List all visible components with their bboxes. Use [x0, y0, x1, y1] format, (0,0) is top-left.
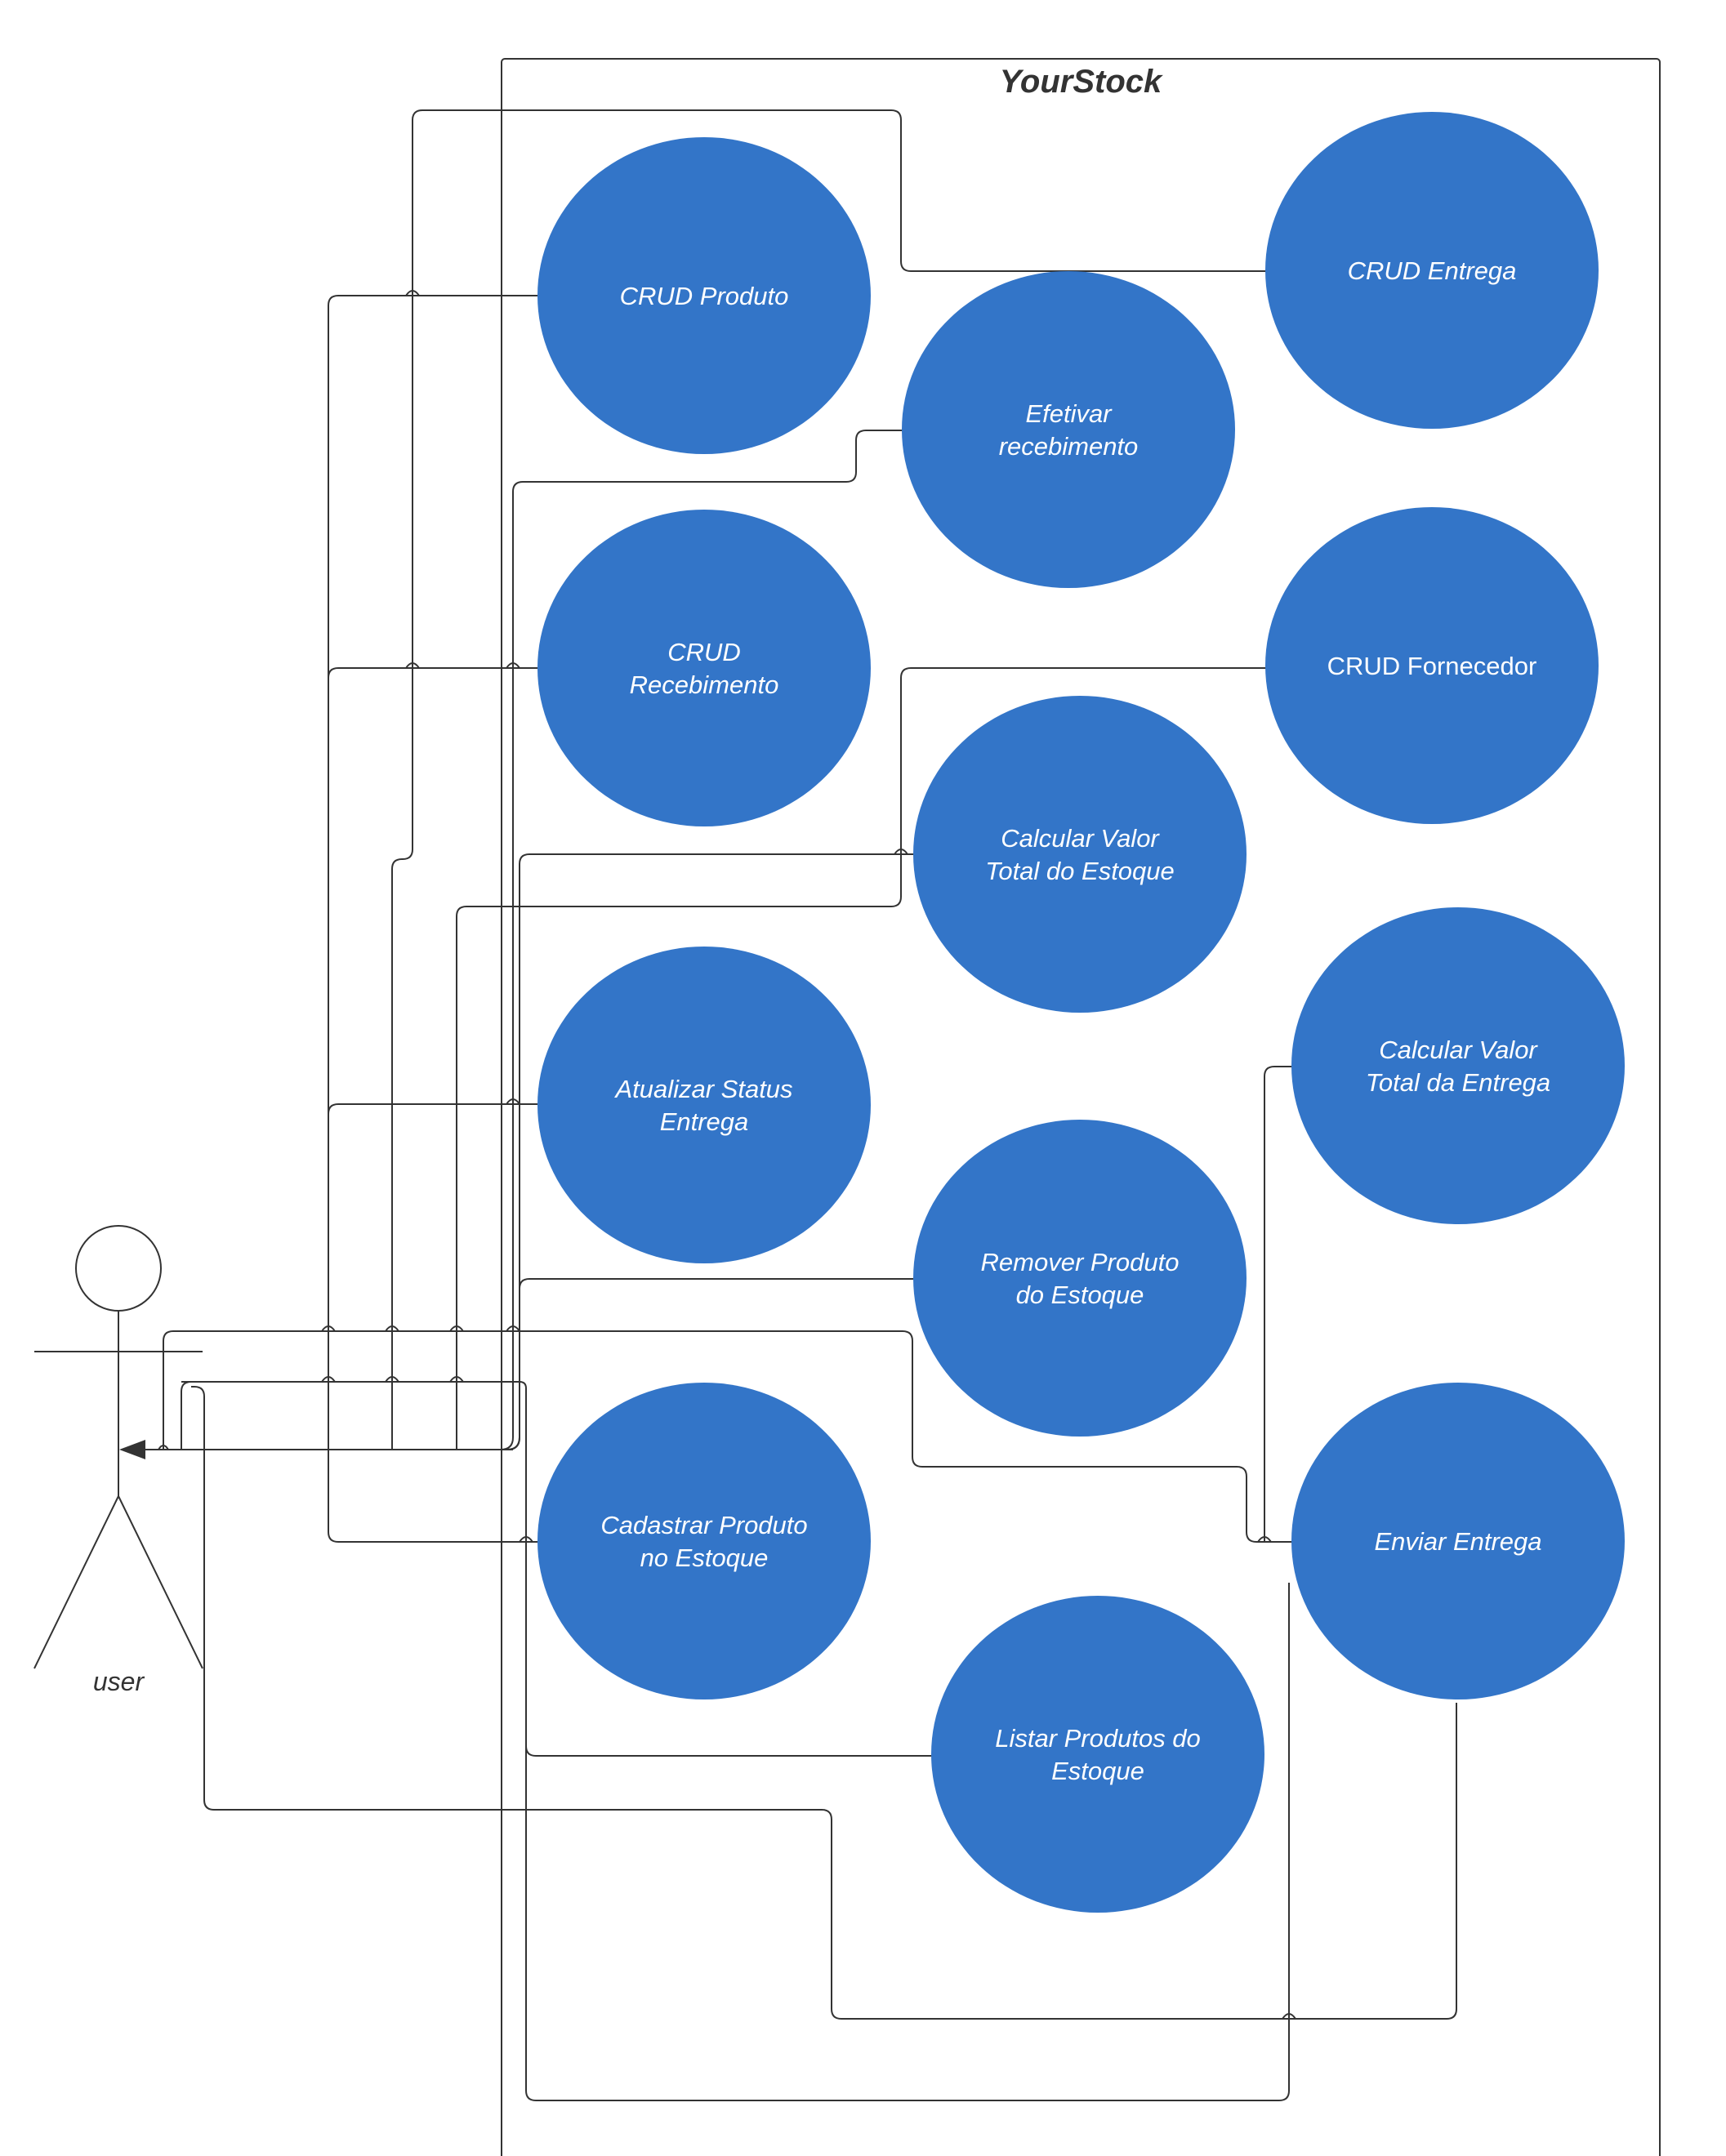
system-boundary — [501, 58, 1661, 2156]
association-crud-recebimento — [328, 667, 537, 1450]
association-crud-entrega — [167, 109, 1266, 1450]
use-case-label: CRUD Produto — [620, 282, 789, 310]
association-atualizar-status — [328, 1103, 537, 1450]
use-case-label: Calcular Valor — [1379, 1036, 1538, 1064]
use-case-label: Efetivar — [1025, 399, 1113, 428]
use-case-label: Cadastrar Produto — [600, 1511, 807, 1539]
association-lines — [119, 109, 1457, 2101]
use-case-label: Atualizar Status — [613, 1075, 792, 1103]
use-case-ellipse — [537, 947, 871, 1263]
association-calcular-valor-entrega — [1264, 1066, 1292, 1542]
use-case-ellipse — [902, 271, 1235, 588]
association-loop-bottom — [525, 1560, 1290, 2101]
use-case-label: Remover Produto — [981, 1248, 1180, 1276]
use-case-ellipse — [537, 510, 871, 826]
use-case-cadastrar-produto-estoque[interactable]: Cadastrar Produto no Estoque — [537, 1383, 871, 1699]
use-case-efetivar-recebimento[interactable]: Efetivar recebimento — [902, 271, 1235, 588]
use-case-crud-fornecedor[interactable]: CRUD Fornecedor — [1265, 507, 1599, 824]
use-case-label: Estoque — [1051, 1757, 1144, 1785]
actor-user[interactable]: user — [33, 1225, 203, 1696]
use-case-label: Listar Produtos do — [995, 1724, 1201, 1753]
association-efetivar-recebimento — [167, 430, 903, 1450]
use-case-ellipse — [537, 137, 871, 454]
use-case-label: CRUD — [667, 638, 741, 666]
use-case-label: CRUD Fornecedor — [1327, 652, 1537, 680]
use-case-ellipse — [537, 1383, 871, 1699]
actor-left-leg — [33, 1495, 119, 1669]
actor-head — [75, 1225, 162, 1312]
use-case-ellipse — [1291, 907, 1625, 1224]
use-case-label: Calcular Valor — [1001, 824, 1160, 853]
use-case-crud-entrega[interactable]: CRUD Entrega — [1265, 112, 1599, 429]
use-case-ellipse — [931, 1596, 1264, 1913]
use-case-ellipse — [913, 696, 1247, 1013]
association-enviar-entrega-top — [163, 1330, 1292, 1543]
use-case-label: Enviar Entrega — [1374, 1527, 1541, 1556]
system-title: YourStock — [1000, 64, 1163, 100]
use-case-label: Recebimento — [630, 670, 779, 699]
use-case-ellipse — [913, 1120, 1247, 1437]
use-case-remover-produto-estoque[interactable]: Remover Produto do Estoque — [913, 1120, 1247, 1437]
association-listar-produtos — [181, 1381, 933, 1757]
use-case-label: recebimento — [999, 432, 1139, 461]
use-case-label: CRUD Entrega — [1348, 256, 1517, 285]
use-case-crud-produto[interactable]: CRUD Produto — [537, 137, 871, 454]
use-case-ellipse — [1291, 1383, 1625, 1699]
use-case-ellipse — [1265, 112, 1599, 429]
use-case-crud-recebimento[interactable]: CRUD Recebimento — [537, 510, 871, 826]
association-cadastrar-produto — [328, 1450, 537, 1543]
use-case-enviar-entrega[interactable]: Enviar Entrega — [1291, 1383, 1625, 1699]
association-enviar-entrega-bottom — [191, 1386, 1457, 2020]
use-case-listar-produtos-estoque[interactable]: Listar Produtos do Estoque — [931, 1596, 1264, 1913]
use-case-label: Total da Entrega — [1366, 1068, 1550, 1097]
arrow-head — [119, 1440, 145, 1459]
use-case-label: Total do Estoque — [985, 857, 1175, 885]
actor-right-leg — [118, 1495, 203, 1669]
use-case-label: Entrega — [660, 1107, 749, 1136]
use-case-label: no Estoque — [640, 1544, 769, 1572]
use-case-label: do Estoque — [1016, 1281, 1144, 1309]
use-case-ellipse — [1265, 507, 1599, 824]
association-crud-fornecedor — [456, 667, 1266, 1450]
association-crud-produto — [328, 295, 537, 1450]
actor-label: user — [93, 1667, 145, 1696]
